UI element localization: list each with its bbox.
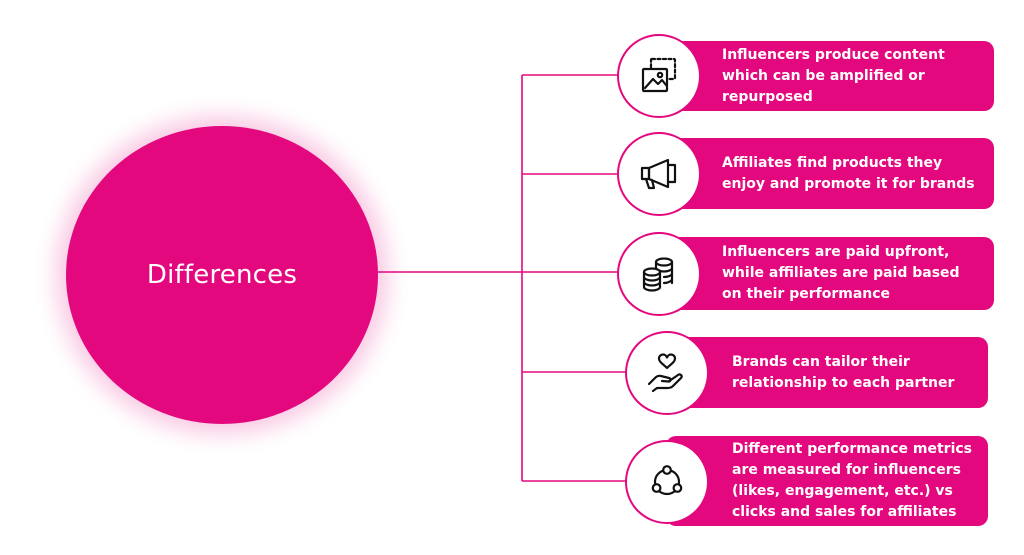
difference-box-4: Brands can tailor their relationship to … [666,337,988,408]
difference-text-1: Influencers produce content which can be… [722,46,945,105]
megaphone-icon [640,158,677,190]
difference-box-3: Influencers are paid upfront, while affi… [660,237,994,310]
difference-text-5: Different performance metrics are measur… [732,441,973,520]
difference-text-2: Affiliates find products they enjoy and … [722,154,975,192]
difference-box-5: Different performance metrics are measur… [666,436,988,526]
coin-stacks-icon [642,257,674,292]
network-nodes-icon [651,465,683,496]
difference-text-4: Brands can tailor their relationship to … [732,353,955,391]
icon-circle-3 [617,232,701,316]
difference-text-3: Influencers are paid upfront, while affi… [722,244,960,302]
differences-hub: Differences [66,126,378,424]
image-gallery-icon [641,57,677,93]
difference-box-1: Influencers produce content which can be… [660,41,994,111]
icon-circle-4 [625,331,709,415]
icon-circle-2 [617,132,701,216]
icon-circle-1 [617,34,701,118]
icon-circle-5 [625,440,709,524]
difference-box-2: Affiliates find products they enjoy and … [660,138,994,209]
hub-label: Differences [146,260,298,290]
heart-in-hand-icon [647,353,683,393]
